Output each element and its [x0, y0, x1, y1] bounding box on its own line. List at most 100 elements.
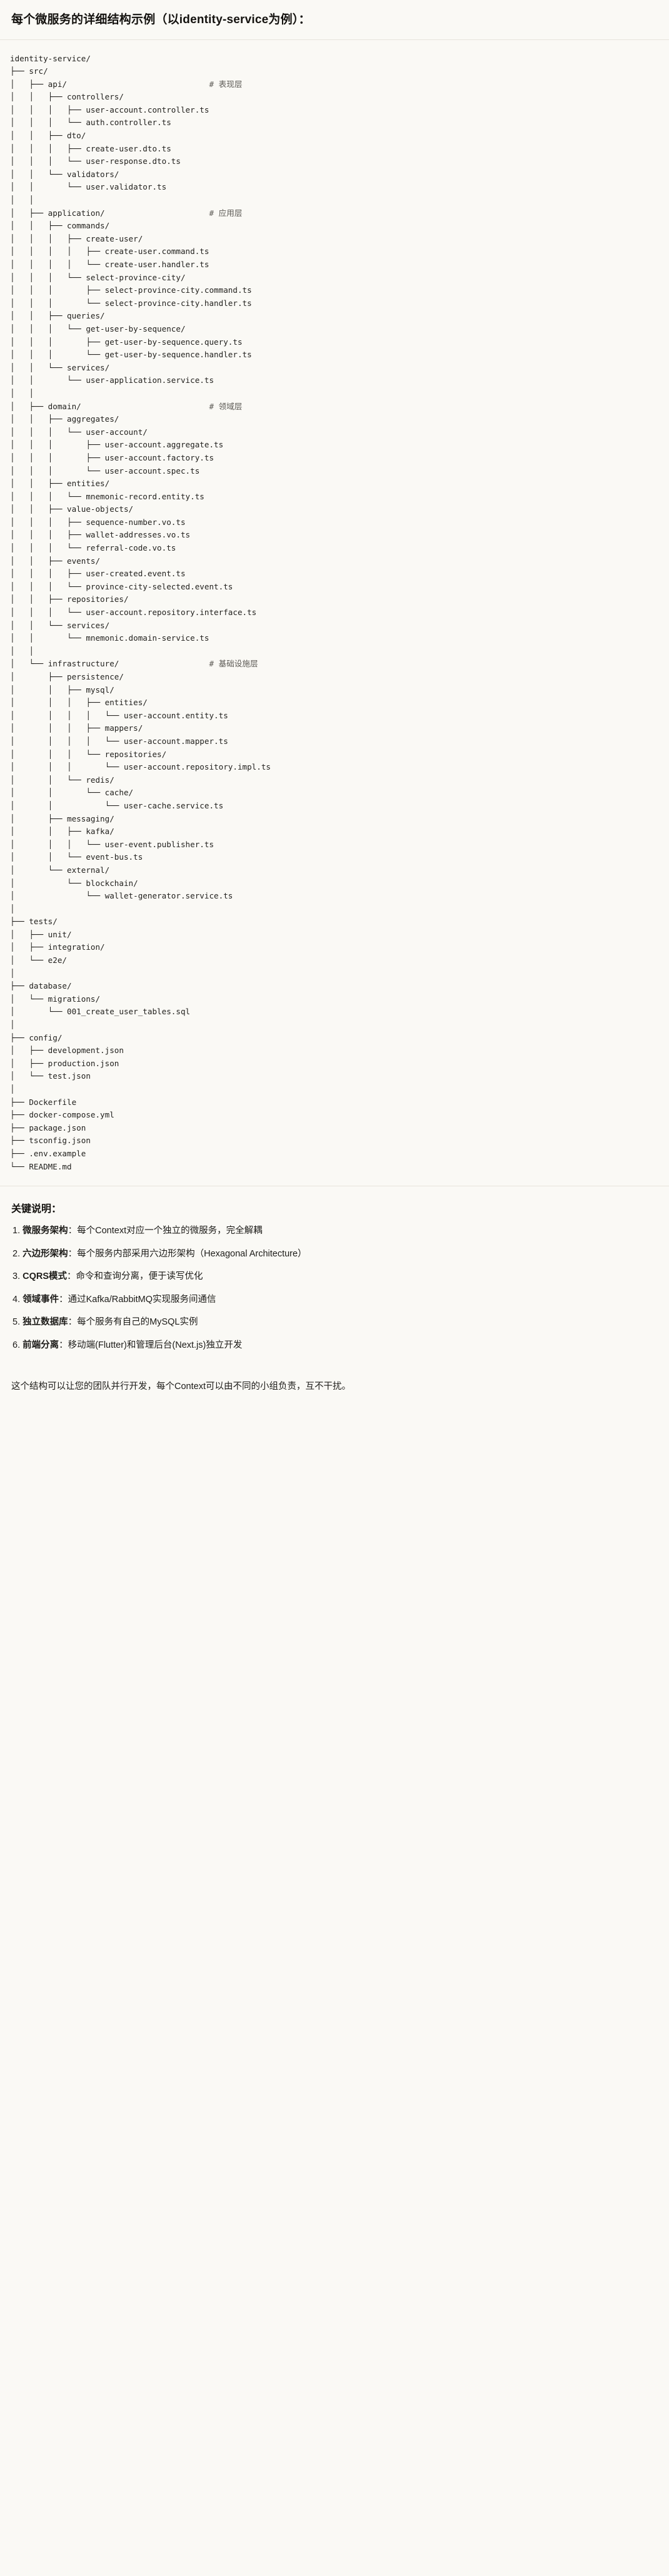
tree-line: │ ├── application/ # 应用层 — [10, 208, 242, 218]
tree-line: ├── tests/ — [10, 917, 58, 926]
tree-line-path: │ │ — [10, 646, 34, 656]
tree-line-path: │ — [10, 904, 15, 914]
tree-line: │ ├── persistence/ — [10, 672, 124, 681]
tree-line: │ ├── unit/ — [10, 930, 72, 939]
tree-line: │ │ │ ├── get-user-by-sequence.query.ts — [10, 337, 243, 347]
tree-line-path: │ │ │ └── referral-code.vo.ts — [10, 543, 176, 553]
tree-line-pad — [67, 79, 209, 89]
key-note-body: ：每个服务有自己的MySQL实例 — [68, 1317, 198, 1328]
tree-line-path: │ │ │ └── repositories/ — [10, 749, 167, 759]
tree-line: │ │ │ └── select-province-city/ — [10, 273, 186, 282]
key-note-item: 六边形架构：每个服务内部采用六边形架构（Hexagonal Architectu… — [11, 1247, 658, 1261]
tree-line: │ │ │ └── user-account.spec.ts — [10, 466, 199, 476]
tree-line: ├── tsconfig.json — [10, 1136, 91, 1145]
tree-line-path: │ │ │ └── user-response.dto.ts — [10, 156, 181, 166]
tree-line: │ ├── domain/ # 领域层 — [10, 402, 242, 411]
tree-line: │ │ └── user.validator.ts — [10, 182, 166, 191]
directory-tree-block: identity-service/ ├── src/ │ ├── api/ # … — [0, 39, 669, 1186]
tree-line: │ │ │ └── auth.controller.ts — [10, 118, 171, 127]
key-note-item: 前端分离：移动端(Flutter)和管理后台(Next.js)独立开发 — [11, 1338, 658, 1353]
tree-line: │ │ └── validators/ — [10, 170, 119, 179]
tree-line-path: │ │ ├── aggregates/ — [10, 414, 119, 424]
tree-line-path: │ └── 001_create_user_tables.sql — [10, 1007, 191, 1017]
key-note-body: ：通过Kafka/RabbitMQ实现服务间通信 — [59, 1294, 216, 1305]
key-note-body: ：每个Context对应一个独立的微服务，完全解耦 — [68, 1226, 263, 1236]
tree-line-path: │ │ ├── kafka/ — [10, 827, 114, 837]
tree-line: │ │ │ ├── select-province-city.command.t… — [10, 285, 252, 295]
tree-line: ├── src/ — [10, 66, 48, 76]
tree-line: │ │ │ └── user-account.repository.impl.t… — [10, 762, 271, 771]
tree-line-path: │ │ │ ├── select-province-city.command.t… — [10, 285, 252, 295]
tree-line-path: │ │ ├── repositories/ — [10, 594, 129, 604]
tree-line-pad — [105, 208, 209, 218]
tree-line: │ ├── integration/ — [10, 942, 105, 952]
tree-line-path: │ │ │ │ └── user-account.entity.ts — [10, 710, 228, 720]
tree-line: │ │ │ └── user-account/ — [10, 427, 148, 437]
tree-line-path: │ │ │ └── select-province-city.handler.t… — [10, 298, 252, 308]
tree-line: │ │ ├── queries/ — [10, 311, 105, 320]
tree-line: │ │ └── mnemonic.domain-service.ts — [10, 633, 209, 643]
tree-line: │ │ — [10, 195, 34, 205]
key-note-term: 六边形架构 — [23, 1248, 68, 1259]
tree-line-path: │ │ └── services/ — [10, 362, 110, 372]
tree-line-path: │ │ └── user-cache.service.ts — [10, 800, 224, 810]
tree-line-path: │ │ │ └── user-account.repository.impl.t… — [10, 762, 271, 772]
tree-line: │ │ │ ├── user-account.aggregate.ts — [10, 440, 223, 449]
tree-line-path: │ │ │ ├── entities/ — [10, 698, 148, 708]
tree-line: │ ├── development.json — [10, 1046, 124, 1055]
tree-line: │ — [10, 1084, 15, 1094]
tree-line-path: │ │ │ └── user-account.repository.interf… — [10, 608, 257, 618]
tree-line: ├── docker-compose.yml — [10, 1110, 114, 1119]
tree-line: │ — [10, 969, 15, 978]
tree-line: │ ├── production.json — [10, 1059, 119, 1068]
tree-line-path: │ ├── api/ — [10, 79, 67, 89]
tree-line-path: │ │ ├── value-objects/ — [10, 504, 134, 514]
tree-line-path: ├── package.json — [10, 1123, 86, 1133]
tree-line-path: │ │ │ └── get-user-by-sequence.handler.t… — [10, 350, 252, 360]
key-note-term: 微服务架构 — [23, 1226, 68, 1236]
tree-line: │ │ ├── mysql/ — [10, 685, 114, 695]
tree-line-pad — [81, 402, 209, 411]
tree-line: │ │ └── user-application.service.ts — [10, 375, 214, 385]
tree-line: │ │ ├── events/ — [10, 556, 100, 566]
tree-line-path: │ ├── production.json — [10, 1058, 119, 1068]
tree-line-comment: # 应用层 — [209, 208, 243, 218]
tree-line-path: │ ├── domain/ — [10, 401, 81, 411]
key-note-body: ：命令和查询分离，便于读写优化 — [67, 1271, 203, 1282]
tree-line: │ │ ├── value-objects/ — [10, 504, 133, 514]
tree-line-path: │ │ │ └── user-event.publisher.ts — [10, 839, 214, 849]
tree-line: │ │ │ ├── entities/ — [10, 698, 148, 707]
key-note-term: 独立数据库 — [23, 1317, 68, 1328]
tree-line: │ │ │ │ └── user-account.entity.ts — [10, 711, 228, 720]
tree-line: ├── .env.example — [10, 1149, 86, 1158]
tree-line-path: │ │ │ └── mnemonic-record.entity.ts — [10, 491, 204, 501]
tree-line-path: │ ├── persistence/ — [10, 672, 124, 681]
tree-line: │ │ ├── aggregates/ — [10, 414, 119, 424]
tree-line: │ │ │ └── get-user-by-sequence.handler.t… — [10, 350, 252, 359]
tree-line-path: │ │ ├── entities/ — [10, 479, 110, 489]
tree-line-path: │ └── wallet-generator.service.ts — [10, 891, 233, 901]
tree-line-path: │ — [10, 1020, 15, 1030]
tree-line: │ │ ├── dto/ — [10, 131, 86, 140]
tree-line-path: │ │ │ ├── user-account.factory.ts — [10, 452, 214, 462]
key-note-item: 领域事件：通过Kafka/RabbitMQ实现服务间通信 — [11, 1293, 658, 1307]
tree-line-path: │ │ └── redis/ — [10, 775, 114, 785]
key-note-body: ：每个服务内部采用六边形架构（Hexagonal Architecture） — [68, 1248, 307, 1259]
tree-line: │ │ │ └── mnemonic-record.entity.ts — [10, 492, 204, 501]
tree-line-path: │ │ │ └── province-city-selected.event.t… — [10, 581, 233, 591]
tree-line-path: │ │ └── services/ — [10, 620, 110, 630]
tree-line-path: │ ├── application/ — [10, 208, 105, 218]
tree-line-path: ├── .env.example — [10, 1148, 86, 1158]
tree-line: │ └── blockchain/ — [10, 878, 138, 888]
tree-line-path: │ │ │ └── user-account/ — [10, 427, 148, 437]
directory-tree: identity-service/ ├── src/ │ ├── api/ # … — [10, 53, 659, 1174]
tree-line: │ │ │ └── get-user-by-sequence/ — [10, 324, 186, 333]
tree-line-path: │ │ — [10, 388, 34, 398]
tree-line-path: │ — [10, 968, 15, 978]
tree-line-path: │ └── test.json — [10, 1071, 91, 1081]
key-notes-title: 关键说明： — [11, 1204, 62, 1215]
tree-line: │ │ ├── kafka/ — [10, 827, 114, 836]
tree-line: ├── Dockerfile — [10, 1097, 76, 1107]
tree-line-path: │ │ │ │ ├── create-user.command.ts — [10, 247, 209, 257]
tree-line-path: │ │ ├── controllers/ — [10, 92, 124, 102]
